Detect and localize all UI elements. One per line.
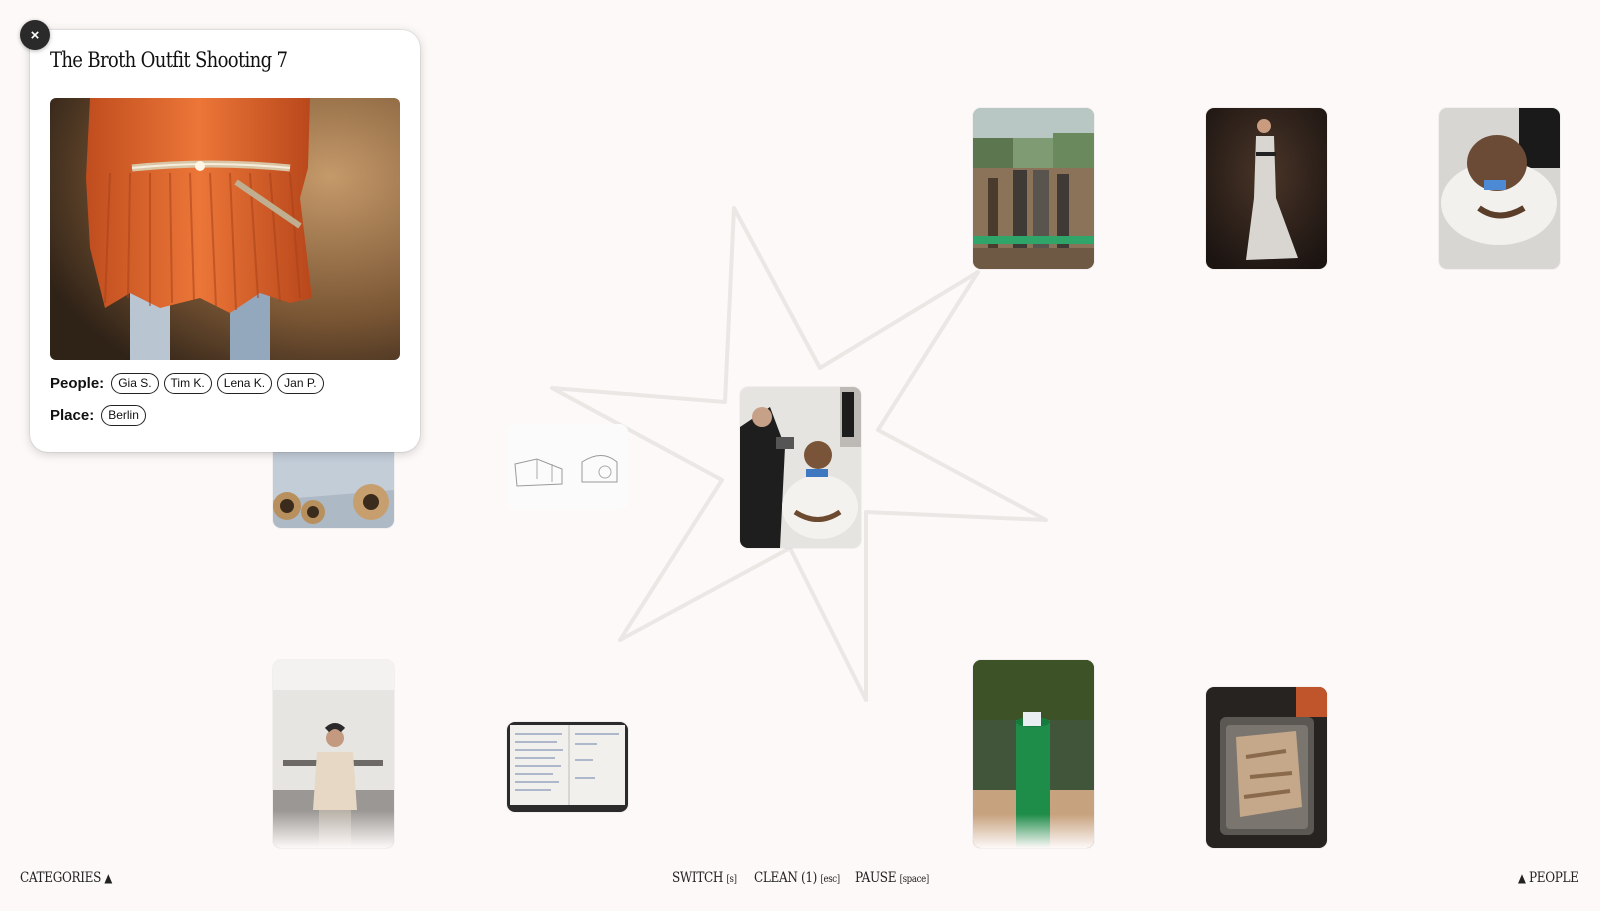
triangle-up-icon: ▲ [1518, 871, 1526, 885]
close-button[interactable]: × [20, 20, 50, 50]
thumbnail-notebook[interactable] [507, 722, 628, 812]
switch-label: SWITCH [672, 870, 724, 886]
detail-card: The Broth Outfit Shooting 7 [30, 30, 420, 452]
thumbnail-fabric-rolls[interactable] [273, 440, 394, 528]
pause-label: PAUSE [855, 870, 897, 886]
switch-shortcut: [s] [726, 874, 737, 885]
pause-button[interactable]: PAUSE [space] [855, 870, 929, 886]
people-toggle-label: PEOPLE [1529, 870, 1579, 886]
thumbnail-tray-material[interactable] [1206, 687, 1327, 848]
switch-button[interactable]: SWITCH [s] [672, 870, 737, 886]
thumbnail-person-studio[interactable] [273, 660, 394, 848]
categories-label: CATEGORIES [20, 870, 101, 886]
people-row: People: Gia S. Tim K. Lena K. Jan P. [50, 373, 324, 394]
clean-button[interactable]: CLEAN (1) [esc] [754, 870, 840, 886]
triangle-up-icon: ▲ [104, 871, 113, 885]
thumbnail-hair-dryer[interactable] [740, 387, 861, 548]
people-chip-gia[interactable]: Gia S. [111, 373, 159, 394]
thumbnail-pipes[interactable] [973, 108, 1094, 269]
thumbnail-hair-wash[interactable] [1439, 108, 1560, 269]
place-row: Place: Berlin [50, 405, 146, 426]
place-label: Place: [50, 407, 95, 424]
people-chip-lena[interactable]: Lena K. [216, 373, 273, 394]
clean-shortcut: [esc] [820, 874, 840, 885]
categories-toggle[interactable]: CATEGORIES ▲ [20, 870, 112, 886]
thumbnail-white-gown[interactable] [1206, 108, 1327, 269]
place-chip-berlin[interactable]: Berlin [101, 405, 146, 426]
clean-label: CLEAN (1) [754, 870, 818, 886]
people-label: People: [50, 375, 105, 392]
card-image [50, 98, 400, 360]
thumbnail-sketch-drawing[interactable] [507, 424, 628, 510]
thumbnail-green-bin[interactable] [973, 660, 1094, 848]
people-chip-tim[interactable]: Tim K. [163, 373, 212, 394]
card-title: The Broth Outfit Shooting 7 [50, 48, 288, 72]
people-chip-jan[interactable]: Jan P. [277, 373, 324, 394]
pause-shortcut: [space] [899, 874, 930, 885]
people-toggle[interactable]: ▲ PEOPLE [1518, 870, 1579, 886]
